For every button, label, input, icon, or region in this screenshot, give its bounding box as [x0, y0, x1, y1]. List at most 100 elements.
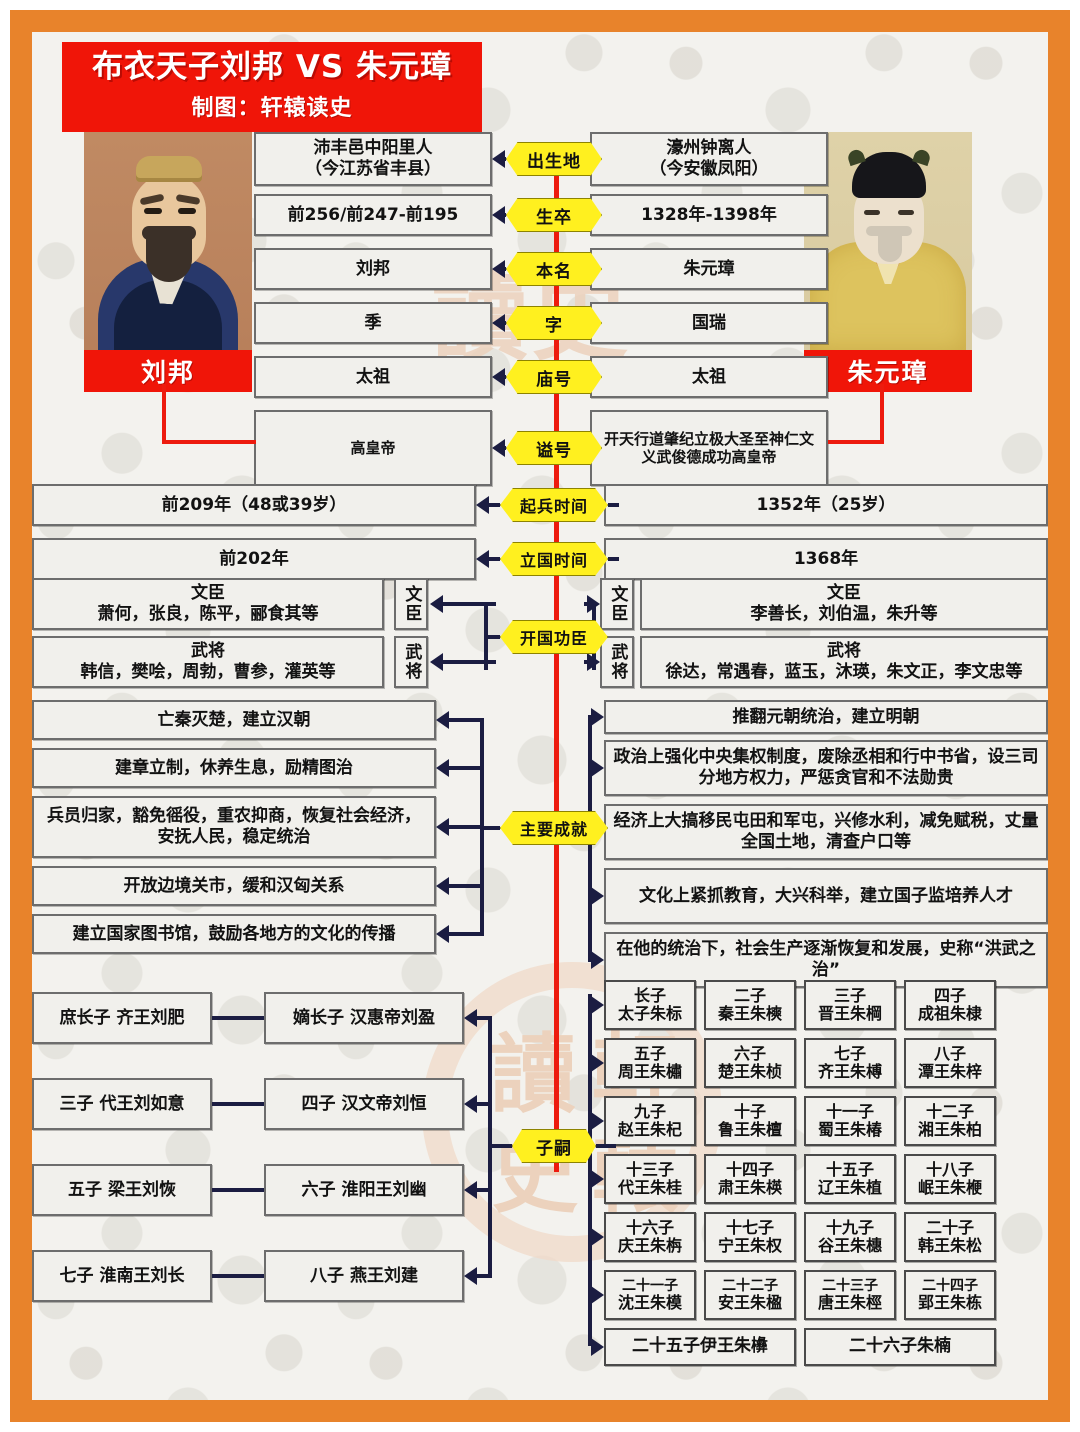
arrow-left-icon	[492, 206, 505, 224]
liu-bang-portrait	[84, 132, 252, 350]
son-name: 秦王朱樉	[717, 1004, 782, 1023]
son-order: 七子	[833, 1043, 866, 1063]
row-label-本名[interactable]: 本名	[506, 252, 602, 286]
row-label-起兵时间[interactable]: 起兵时间	[500, 488, 608, 522]
achievement-left-item: 亡秦灭楚，建立汉朝	[32, 700, 436, 740]
connector-line	[212, 1102, 264, 1106]
connector-line	[596, 1144, 616, 1148]
founder-left-tag: 文臣	[394, 578, 428, 630]
connector-line	[212, 1188, 264, 1192]
right-name-link	[880, 384, 884, 444]
founder-right-box: 武将徐达，常遇春，蓝玉，沐瑛，朱文正，李文忠等	[640, 636, 1048, 688]
connector-line	[489, 557, 500, 561]
connector-line	[608, 557, 619, 561]
row-label-立国时间[interactable]: 立国时间	[500, 542, 608, 576]
achievement-right-item: 推翻元朝统治，建立明朝	[604, 700, 1048, 734]
son-box: 十五子辽王朱植	[804, 1154, 896, 1204]
connector-line	[505, 213, 506, 217]
arrow-left-icon	[464, 1267, 477, 1285]
connector-line	[449, 718, 484, 722]
connector-line	[477, 1016, 492, 1020]
row-left-value: 刘邦	[254, 248, 492, 290]
zhu-yuanzhang-portrait	[804, 132, 972, 350]
arrow-right-icon	[591, 759, 604, 777]
son-box: 十六子庆王朱栴	[604, 1212, 696, 1262]
row-label-生卒[interactable]: 生卒	[506, 198, 602, 232]
arrow-left-icon	[476, 550, 489, 568]
row-label-出生地[interactable]: 出生地	[506, 142, 602, 176]
row-label-开国功臣[interactable]: 开国功臣	[500, 620, 608, 654]
right-person-name: 朱元璋	[804, 350, 972, 392]
son-name: 岷王朱楩	[917, 1178, 982, 1197]
offspring-left-box: 四子 汉文帝刘恒	[264, 1078, 464, 1130]
son-order: 二十二子	[722, 1277, 778, 1294]
son-box: 九子赵王朱杞	[604, 1096, 696, 1146]
son-box: 二十五子伊王朱㰘	[604, 1328, 796, 1366]
son-name: 蜀王朱椿	[817, 1120, 882, 1139]
row-right-value: 1328年-1398年	[590, 194, 828, 236]
son-name: 周王朱橚	[617, 1062, 682, 1081]
arrow-left-icon	[436, 925, 449, 943]
son-name: 谷王朱橞	[817, 1236, 882, 1255]
founder-right-tag: 文臣	[600, 578, 634, 630]
row-label-字[interactable]: 字	[506, 306, 602, 340]
arrow-left-icon	[436, 877, 449, 895]
son-box: 二十四子郢王朱栋	[904, 1270, 996, 1320]
connector-line	[477, 1188, 492, 1192]
arrow-left-icon	[464, 1181, 477, 1199]
son-name: 庆王朱栴	[617, 1236, 682, 1255]
connector-line	[449, 825, 484, 829]
page-subtitle: 制图：轩辕读史	[191, 95, 353, 121]
arrow-left-icon	[492, 314, 505, 332]
connector-line	[488, 1144, 512, 1148]
arrow-right-icon	[591, 1286, 604, 1304]
son-order: 十三子	[625, 1159, 674, 1179]
row-label-庙号[interactable]: 庙号	[506, 360, 602, 394]
right-name-link	[828, 440, 884, 444]
arrow-left-icon	[436, 759, 449, 777]
row-label-子嗣[interactable]: 子嗣	[512, 1129, 596, 1163]
arrow-left-icon	[436, 711, 449, 729]
son-order: 六子	[733, 1043, 766, 1063]
offspring-left-box: 嫡长子 汉惠帝刘盈	[264, 992, 464, 1044]
son-box: 二十三子唐王朱桱	[804, 1270, 896, 1320]
arrow-left-icon	[436, 818, 449, 836]
wide-row-left-value: 前202年	[32, 538, 476, 580]
arrow-right-icon	[587, 595, 600, 613]
connector-line	[505, 375, 506, 379]
son-order: 十七子	[725, 1217, 774, 1237]
son-order: 九子	[633, 1101, 666, 1121]
row-label-主要成就[interactable]: 主要成就	[500, 811, 608, 845]
offspring-left-box: 三子 代王刘如意	[32, 1078, 212, 1130]
son-name: 宁王朱权	[717, 1236, 782, 1255]
son-name: 唐王朱桱	[817, 1292, 882, 1312]
son-order: 十五子	[825, 1159, 874, 1179]
arrow-right-icon	[591, 1054, 604, 1072]
son-name: 鲁王朱檀	[717, 1120, 782, 1139]
son-name: 辽王朱植	[817, 1178, 882, 1197]
row-label-谥号[interactable]: 谥号	[506, 431, 602, 465]
connector-line	[449, 884, 484, 888]
achievement-left-item: 建立国家图书馆，鼓励各地方的文化的传播	[32, 914, 436, 954]
arrow-left-icon	[492, 439, 505, 457]
son-name: 楚王朱桢	[717, 1062, 782, 1081]
content-area: 讀史 讀 軒 史 轅 布衣天子刘邦 VS 朱元璋 制图：轩辕读史 刘邦	[32, 32, 1048, 1400]
son-name: 成祖朱棣	[917, 1004, 982, 1023]
connector-line	[505, 267, 506, 271]
connector-line	[489, 503, 500, 507]
son-order: 二十一子	[622, 1277, 678, 1294]
left-name-link	[162, 384, 166, 444]
son-order: 十二子	[925, 1101, 974, 1121]
achievement-right-item: 文化上紧抓教育，大兴科举，建立国子监培养人才	[604, 868, 1048, 924]
arrow-right-icon	[591, 708, 604, 726]
son-box: 十四子肃王朱楧	[704, 1154, 796, 1204]
son-name: 代王朱桂	[617, 1178, 682, 1197]
offspring-left-box: 八子 燕王刘建	[264, 1250, 464, 1302]
wide-row-left-value: 前209年（48或39岁）	[32, 484, 476, 526]
bracket-right	[588, 994, 592, 1346]
arrow-right-icon	[591, 951, 604, 969]
connector-line	[449, 766, 484, 770]
row-right-value: 太祖	[590, 356, 828, 398]
connector-line	[443, 660, 484, 664]
bracket-left	[480, 718, 484, 936]
